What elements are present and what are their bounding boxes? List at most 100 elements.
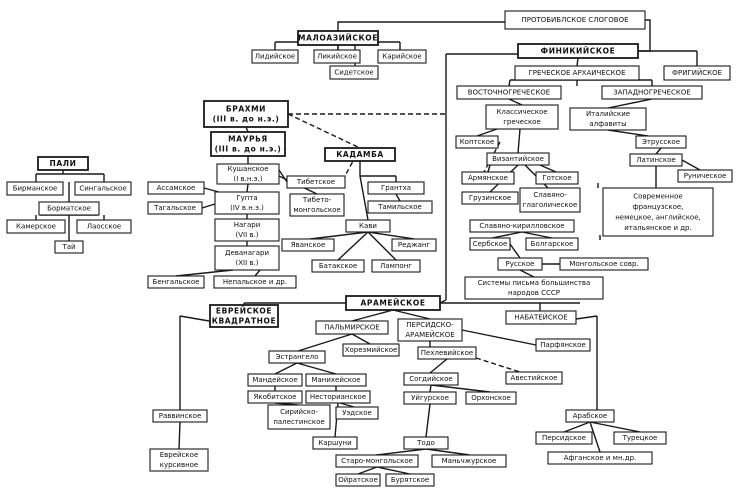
node-label: итальянское и др. bbox=[624, 224, 691, 232]
node-label: Мандейское bbox=[252, 376, 297, 384]
node-box bbox=[371, 259, 421, 273]
node-box bbox=[464, 276, 604, 300]
connector-27 bbox=[491, 231, 523, 239]
node-label: Ликийское bbox=[317, 53, 357, 61]
node-label: Персидское bbox=[542, 434, 586, 442]
node-label: МАЛОАЗИЙСКОЕ bbox=[298, 34, 378, 43]
connector-90 bbox=[357, 466, 378, 475]
node-label: ГРЕЧЕСКОЕ АРХАИЧЕСКОЕ bbox=[529, 69, 626, 77]
node-label: Раввинское bbox=[159, 412, 202, 420]
node-lat: Латинское bbox=[629, 153, 683, 167]
node-label: народов СССР bbox=[508, 289, 560, 297]
node-got: Готское bbox=[535, 171, 579, 185]
connector-87 bbox=[425, 403, 431, 438]
node-label: ПЕРСИДСКО- bbox=[406, 321, 454, 329]
connector-66 bbox=[351, 309, 394, 322]
connector-37 bbox=[278, 169, 288, 183]
node-box bbox=[38, 201, 100, 216]
node-beng: Бенгальское bbox=[147, 275, 205, 289]
node-box bbox=[54, 240, 84, 254]
node-grarm: ГРЕЧЕСКОЕ АРХАИЧЕСКОЕ bbox=[514, 65, 640, 81]
node-proto: ПРОТОБИБЛСКОЕ СЛОГОВОЕ bbox=[504, 10, 646, 30]
node-tai: Тай bbox=[54, 240, 84, 254]
node-label: Яванское bbox=[291, 241, 326, 249]
node-box bbox=[213, 275, 297, 289]
node-lampong: Лампонг bbox=[371, 259, 421, 273]
node-box bbox=[505, 371, 563, 385]
node-label: Грантха bbox=[381, 184, 411, 192]
node-nab: НАБАТЕЙСКОЕ bbox=[505, 310, 577, 325]
node-bolg: Болгарское bbox=[525, 237, 579, 251]
node-label: Старо-монгольское bbox=[341, 457, 413, 465]
node-box bbox=[535, 171, 579, 185]
node-estr: Эстрангело bbox=[268, 350, 326, 364]
node-label: КАДАМБА bbox=[336, 150, 384, 159]
node-rus: Русское bbox=[497, 257, 543, 271]
connector-17 bbox=[476, 128, 498, 137]
node-box bbox=[214, 191, 280, 215]
node-label: Сидетское bbox=[334, 69, 373, 77]
node-box bbox=[335, 454, 419, 468]
node-label: Карийское bbox=[382, 53, 421, 61]
connector-59 bbox=[337, 231, 369, 261]
node-box bbox=[305, 390, 371, 404]
node-box bbox=[74, 181, 132, 196]
node-sid: Сидетское bbox=[329, 65, 379, 80]
node-box bbox=[602, 187, 714, 237]
connector-8 bbox=[576, 57, 579, 67]
node-arm: Армянское bbox=[461, 171, 515, 185]
node-avest: Авестийское bbox=[505, 371, 563, 385]
node-box bbox=[289, 193, 345, 217]
node-sogd: Согдийское bbox=[403, 372, 459, 386]
node-box bbox=[214, 218, 280, 242]
connector-55 bbox=[359, 175, 369, 221]
node-box bbox=[313, 49, 361, 64]
node-label: курсивное bbox=[160, 461, 199, 469]
node-box bbox=[403, 391, 457, 405]
node-label: Бирманское bbox=[13, 185, 58, 193]
node-box bbox=[469, 219, 575, 233]
connector-91 bbox=[376, 466, 411, 475]
connector-31 bbox=[519, 269, 535, 278]
node-label: Уэдское bbox=[342, 409, 372, 417]
connector-74 bbox=[351, 333, 371, 345]
node-box bbox=[461, 171, 515, 185]
node-label: Авестийское bbox=[511, 374, 558, 382]
node-box bbox=[431, 454, 507, 468]
node-label: Лидийское bbox=[255, 53, 295, 61]
node-label: ПАЛИ bbox=[50, 159, 77, 168]
node-box bbox=[635, 135, 687, 149]
node-label: БРАХМИ bbox=[226, 105, 266, 114]
node-malaz: МАЛОАЗИЙСКОЕ bbox=[297, 30, 379, 46]
node-label: Уйгурское bbox=[411, 394, 449, 402]
node-box bbox=[677, 169, 733, 183]
node-box bbox=[663, 65, 731, 81]
node-box bbox=[305, 373, 367, 387]
node-label: французское, bbox=[633, 203, 684, 211]
node-label: Славяно-кирилловское bbox=[479, 222, 564, 230]
dashed-connector-2 bbox=[344, 147, 361, 177]
node-box bbox=[247, 373, 303, 387]
node-label: Ойратское bbox=[338, 476, 378, 484]
node-staromong: Старо-монгольское bbox=[335, 454, 419, 468]
node-box bbox=[342, 343, 400, 357]
node-label: (III в. до н.э.) bbox=[215, 145, 282, 154]
node-karsh: Каршуни bbox=[312, 436, 358, 450]
node-box bbox=[403, 372, 459, 386]
node-gruz: Грузинское bbox=[461, 191, 519, 205]
node-label: Маньчжурское bbox=[442, 457, 497, 465]
node-label: Парфянское bbox=[540, 341, 585, 349]
connector-28 bbox=[521, 231, 553, 239]
node-box bbox=[367, 181, 425, 195]
node-label: Деванагари bbox=[225, 249, 269, 257]
node-label: Сингальское bbox=[79, 185, 126, 193]
node-label: Бурятское bbox=[391, 476, 429, 484]
node-label: Русское bbox=[506, 260, 535, 268]
node-label: Тай bbox=[61, 243, 75, 251]
node-label: АРАМЕЙСКОЕ bbox=[405, 330, 454, 339]
node-pers: Персидское bbox=[535, 431, 593, 445]
node-box bbox=[517, 43, 639, 59]
node-label: алфавиты bbox=[589, 120, 626, 128]
connector-0 bbox=[337, 21, 505, 31]
